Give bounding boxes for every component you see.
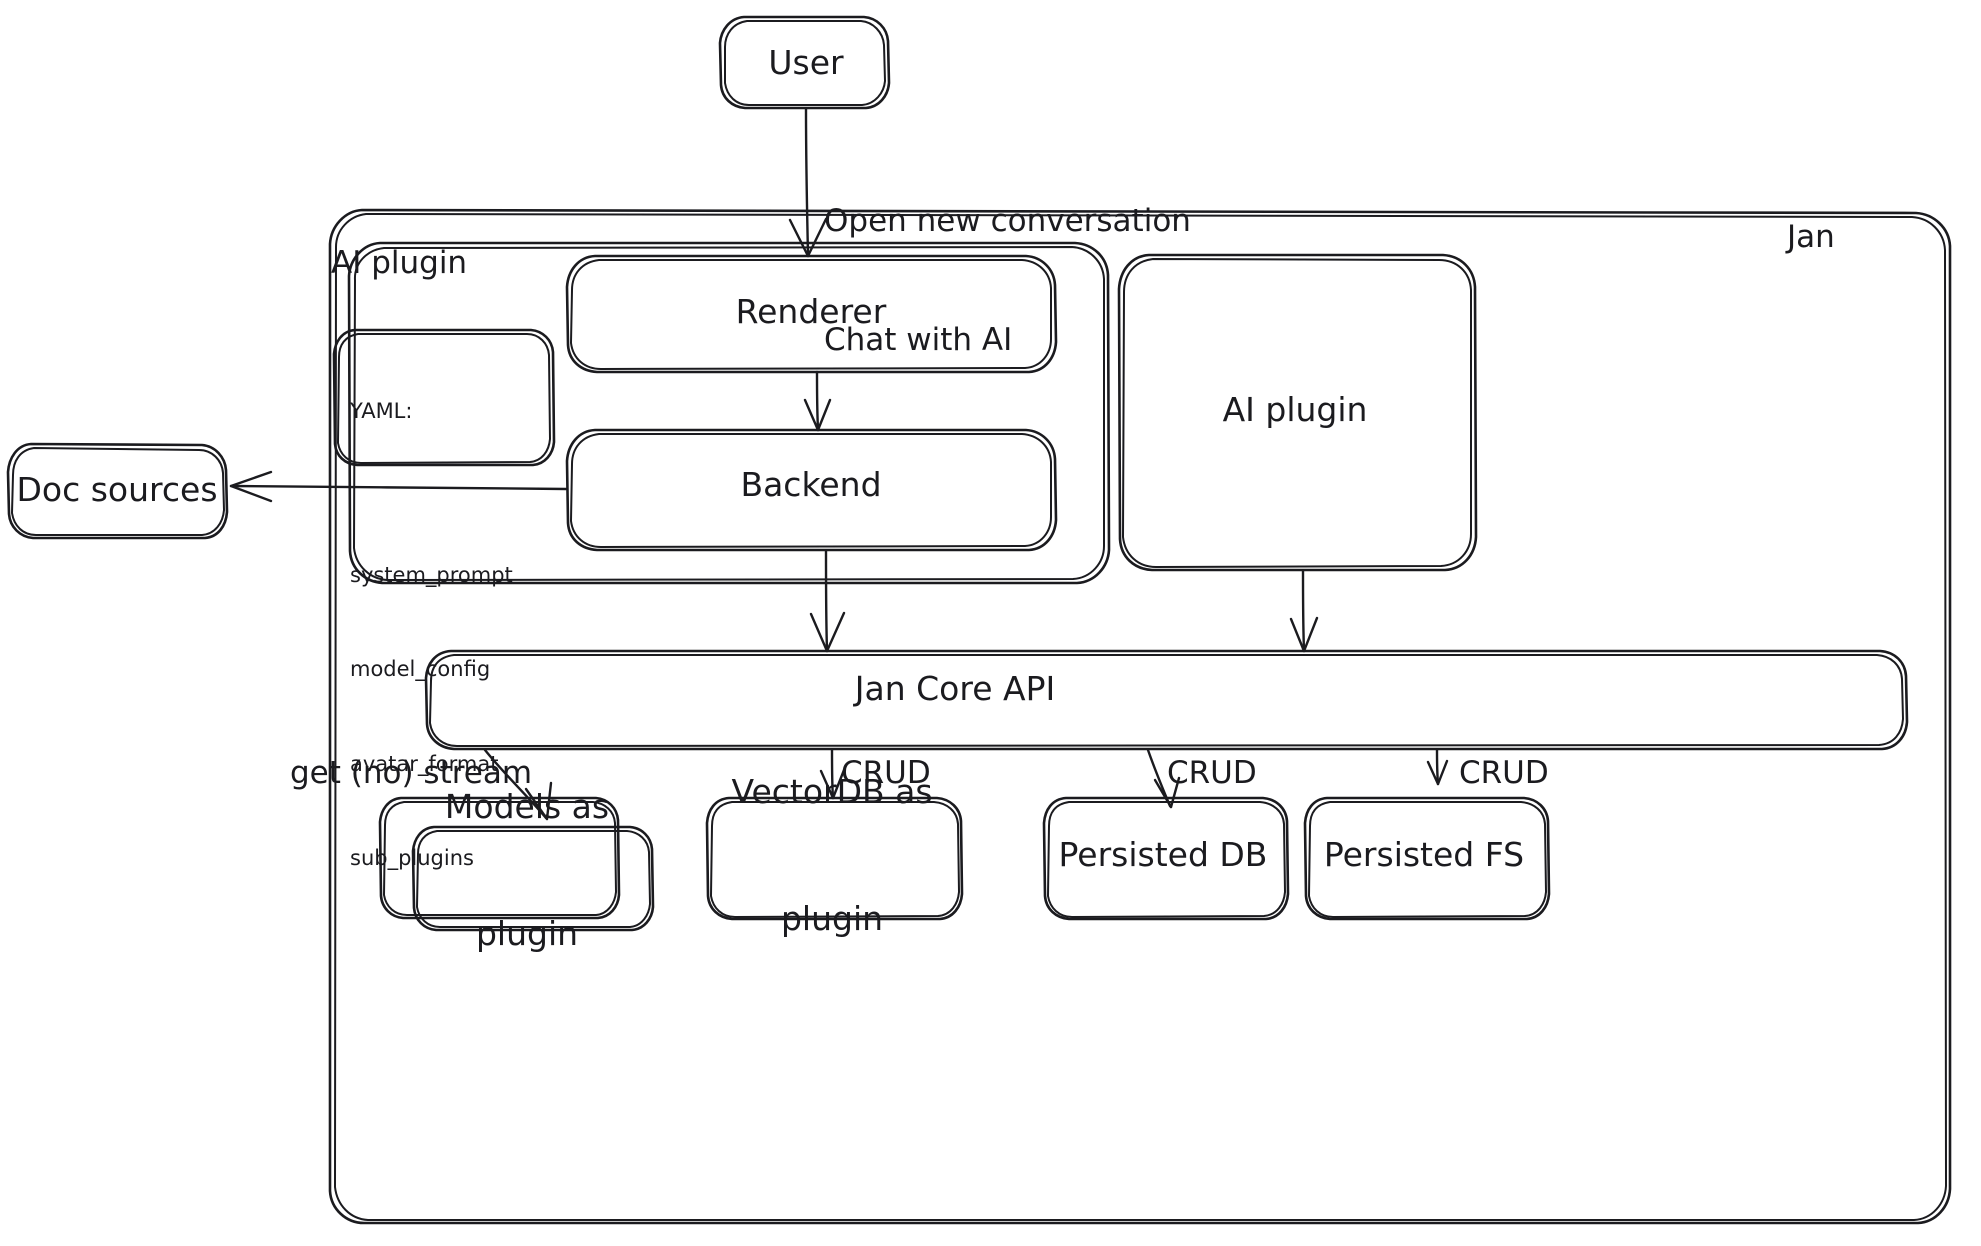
edge-renderer-backend [803, 370, 832, 432]
node-persisted-db-border [1042, 796, 1290, 921]
node-yaml-border [332, 328, 556, 467]
group-ai-plugin-border [347, 241, 1111, 585]
node-user-border [718, 15, 891, 110]
node-models-plugin-border [411, 825, 655, 932]
edge-ai-plugin-jan-core-api [1289, 569, 1319, 653]
edge-jan-core-api-persisted-db [1146, 748, 1181, 809]
edge-backend-doc-sources [229, 470, 568, 503]
node-ai-plugin-border [1117, 253, 1478, 572]
node-vectordb-plugin-border [705, 796, 964, 921]
edge-jan-core-api-models-plugin [483, 748, 553, 821]
node-persisted-fs-border [1303, 796, 1551, 921]
node-backend-border [565, 428, 1058, 552]
edge-jan-core-api-persisted-fs [1426, 748, 1449, 786]
node-models-plugin-outer-border [378, 796, 621, 920]
node-renderer-border [565, 254, 1058, 374]
node-doc-sources-border [6, 442, 229, 540]
edge-jan-core-api-vectordb-plugin [819, 748, 846, 800]
edge-user-renderer [788, 107, 828, 258]
group-jan-border [328, 208, 1952, 1225]
edge-backend-jan-core-api [809, 549, 846, 653]
node-jan-core-api-border [424, 649, 1909, 751]
